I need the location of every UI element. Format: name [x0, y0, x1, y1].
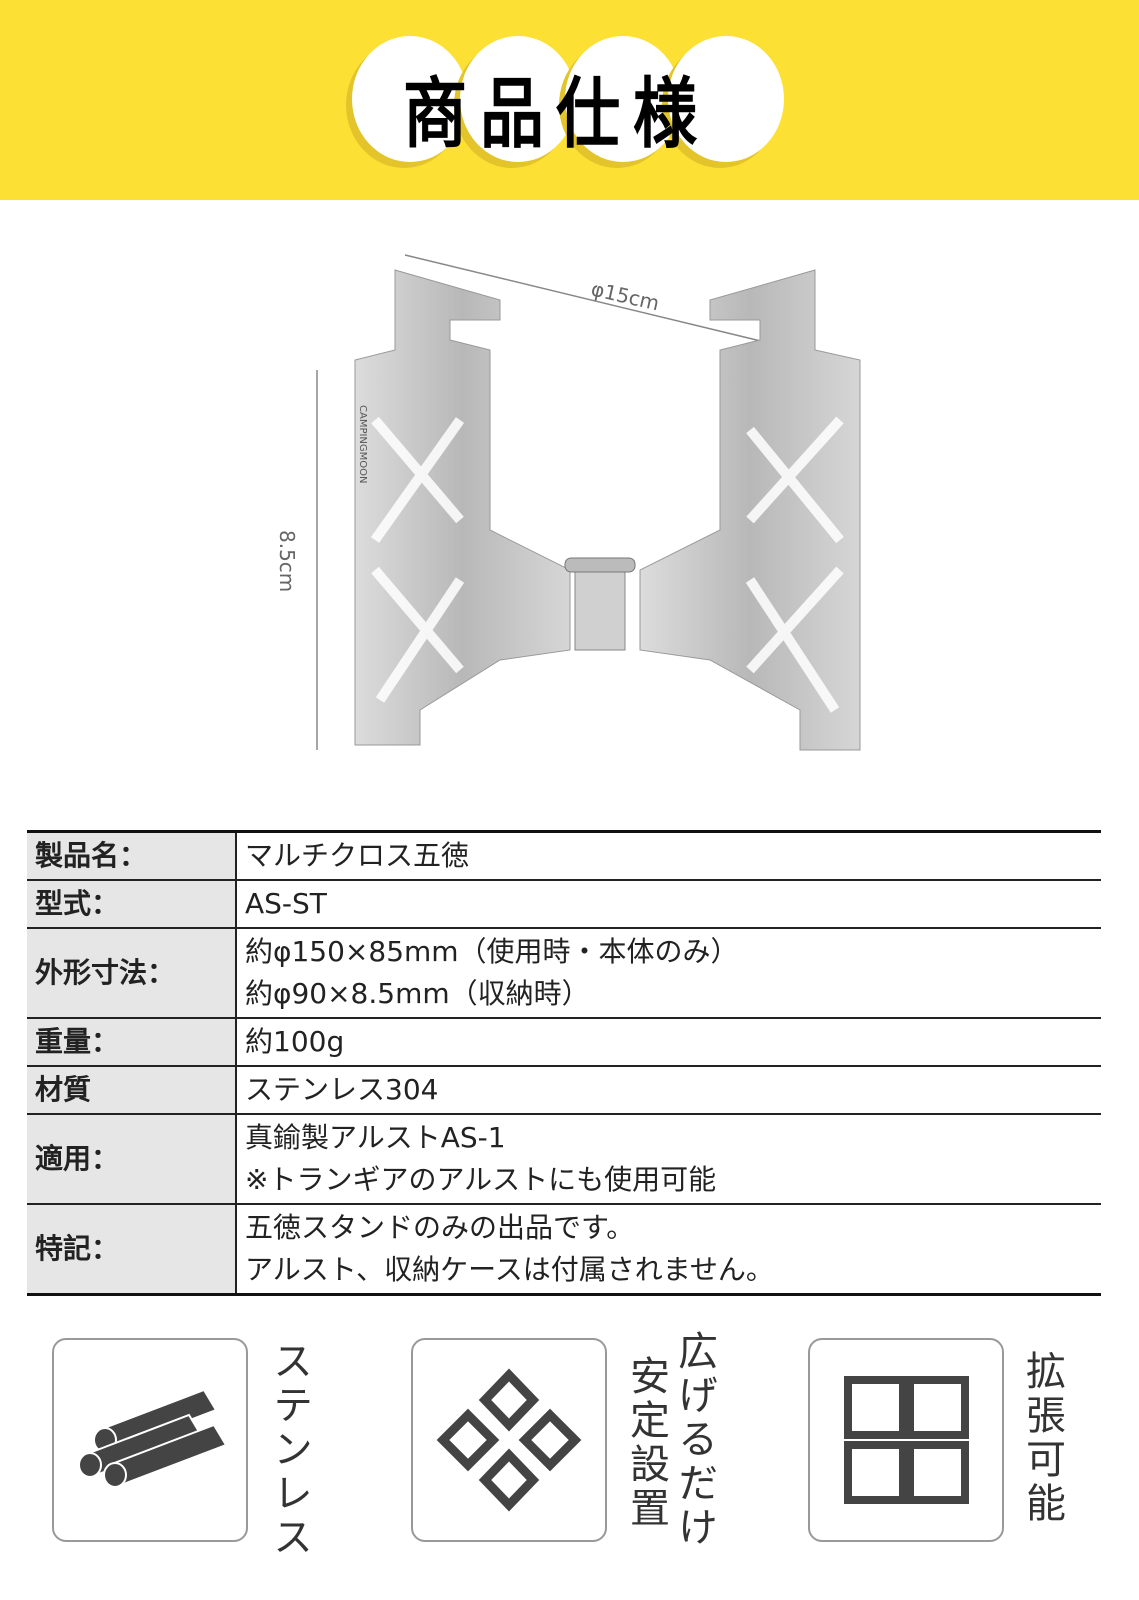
feature-card-expandable: [808, 1338, 1004, 1542]
spec-label: 外形寸法：: [27, 928, 237, 1019]
brand-label: CAMPINGMOON: [357, 405, 368, 484]
page-title-char: 仕: [556, 70, 620, 160]
title-bubble: [460, 36, 576, 162]
spec-value: 約φ150×85mm（使用時・本体のみ） 約φ90×8.5mm（収納時）: [236, 928, 1101, 1019]
spec-label: 適用：: [27, 1114, 237, 1205]
spec-value: マルチクロス五徳: [236, 831, 1101, 881]
spec-row: 材質ステンレス304: [27, 1066, 1101, 1115]
spec-value-line: 約φ90×8.5mm（収納時）: [245, 977, 590, 1010]
spec-value-line: アルスト、収納ケースは付属されません。: [245, 1253, 774, 1286]
spec-row: 製品名：マルチクロス五徳: [27, 831, 1101, 881]
spec-value-line: ※トランギアのアルストにも使用可能: [245, 1163, 717, 1196]
feature-label: 拡張可能: [1019, 1350, 1065, 1526]
spec-label: 材質: [27, 1066, 237, 1115]
header-banner: 商 品 仕 様: [0, 0, 1139, 200]
spec-row: 適用：真鍮製アルストAS-1 ※トランギアのアルストにも使用可能: [27, 1114, 1101, 1205]
feature-label: 広げるだけ: [671, 1330, 717, 1550]
spec-value-line: 約φ150×85mm（使用時・本体のみ）: [245, 935, 739, 968]
puzzle-icon: [844, 1376, 969, 1504]
page-title-char: 様: [633, 70, 697, 160]
spec-value: ステンレス304: [236, 1066, 1101, 1115]
height-label: 8.5cm: [275, 530, 299, 592]
spec-value: 五徳スタンドのみの出品です。アルスト、収納ケースは付属されません。: [236, 1204, 1101, 1296]
spec-row: 外形寸法：約φ150×85mm（使用時・本体のみ） 約φ90×8.5mm（収納時）: [27, 928, 1101, 1019]
spec-label: 特記：: [27, 1204, 237, 1296]
pipes-icon: [78, 1388, 228, 1488]
spec-row: 型式：AS-ST: [27, 880, 1101, 929]
feature-card-stable: [411, 1338, 607, 1542]
spec-value-line: 五徳スタンドのみの出品です。: [245, 1211, 635, 1244]
feature-label: ステンレス: [266, 1340, 312, 1560]
title-bubble: [668, 36, 784, 162]
spec-value: AS-ST: [236, 880, 1101, 929]
spec-value-line: AS-ST: [245, 887, 327, 920]
spec-row: 特記：五徳スタンドのみの出品です。アルスト、収納ケースは付属されません。: [27, 1204, 1101, 1296]
title-bubble: [565, 36, 681, 162]
page-title-char: 品: [480, 70, 544, 160]
spec-value-line: 真鍮製アルストAS-1: [245, 1121, 506, 1154]
spec-value-line: マルチクロス五徳: [245, 839, 470, 872]
spec-label: 重量：: [27, 1018, 237, 1067]
title-bubble: [352, 36, 468, 162]
spec-value: 真鍮製アルストAS-1 ※トランギアのアルストにも使用可能: [236, 1114, 1101, 1205]
spec-value-line: ステンレス304: [245, 1073, 439, 1106]
spec-value-line: 約100g: [245, 1025, 345, 1058]
spec-row: 重量：約100g: [27, 1018, 1101, 1067]
diameter-label: φ15cm: [589, 276, 662, 315]
product-image: φ15cm 8.5cm CAMPINGMOON: [275, 254, 861, 751]
page-title-char: 商: [403, 70, 467, 160]
spec-label: 型式：: [27, 880, 237, 929]
expand-arrows-icon: [436, 1368, 582, 1512]
feature-card-stainless: [52, 1338, 248, 1542]
feature-label: 安定設置: [623, 1355, 669, 1531]
spec-label: 製品名：: [27, 831, 237, 881]
spec-value: 約100g: [236, 1018, 1101, 1067]
